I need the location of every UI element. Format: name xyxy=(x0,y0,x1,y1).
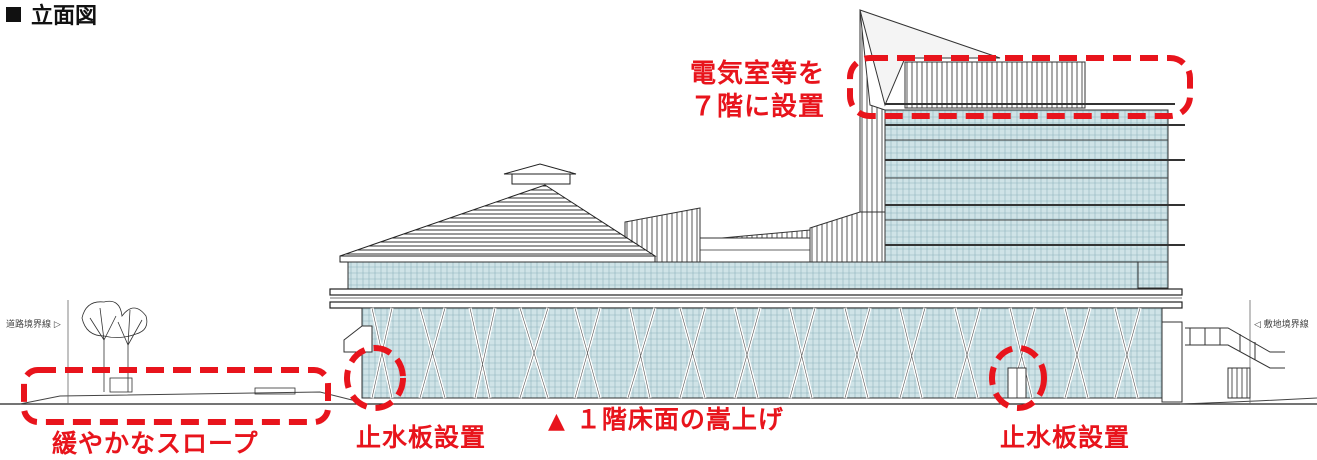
exterior-stair xyxy=(1185,327,1285,399)
slope-annotation: 緩やかなスロープ xyxy=(52,429,259,458)
callout-stop-right xyxy=(989,345,1047,411)
stop-board-right-annotation: 止水板設置 xyxy=(1000,423,1131,452)
stop-board-left-annotation: 止水板設置 xyxy=(356,423,487,452)
electrical-room-annotation: 電気室等を ７階に設置 xyxy=(690,59,826,122)
overhang-slab xyxy=(329,288,1183,296)
callout-slope xyxy=(21,367,331,425)
callout-electrical-room xyxy=(847,55,1193,119)
square-bullet-icon xyxy=(6,7,21,22)
heading-text: 立面図 xyxy=(31,4,98,29)
triangle-up-icon: ▲ xyxy=(548,409,566,434)
callout-stop-left xyxy=(344,345,406,411)
road-boundary-label: 道路境界線 ▷ xyxy=(6,320,61,330)
tower-glass-facade xyxy=(884,109,1169,289)
site-boundary-label: ◁ 敷地境界線 xyxy=(1254,320,1309,330)
tower-floor-slabs xyxy=(870,124,1185,246)
slope-profile xyxy=(19,391,361,405)
floor-raise-annotation: ▲１階床面の嵩上げ xyxy=(548,405,784,434)
electrical-room-7f xyxy=(904,61,1086,109)
upper-glazing-band xyxy=(347,261,1139,291)
drawing-title: 立面図 xyxy=(6,0,97,30)
pyramid-roof xyxy=(339,184,657,257)
callout-outlines xyxy=(21,55,1193,425)
